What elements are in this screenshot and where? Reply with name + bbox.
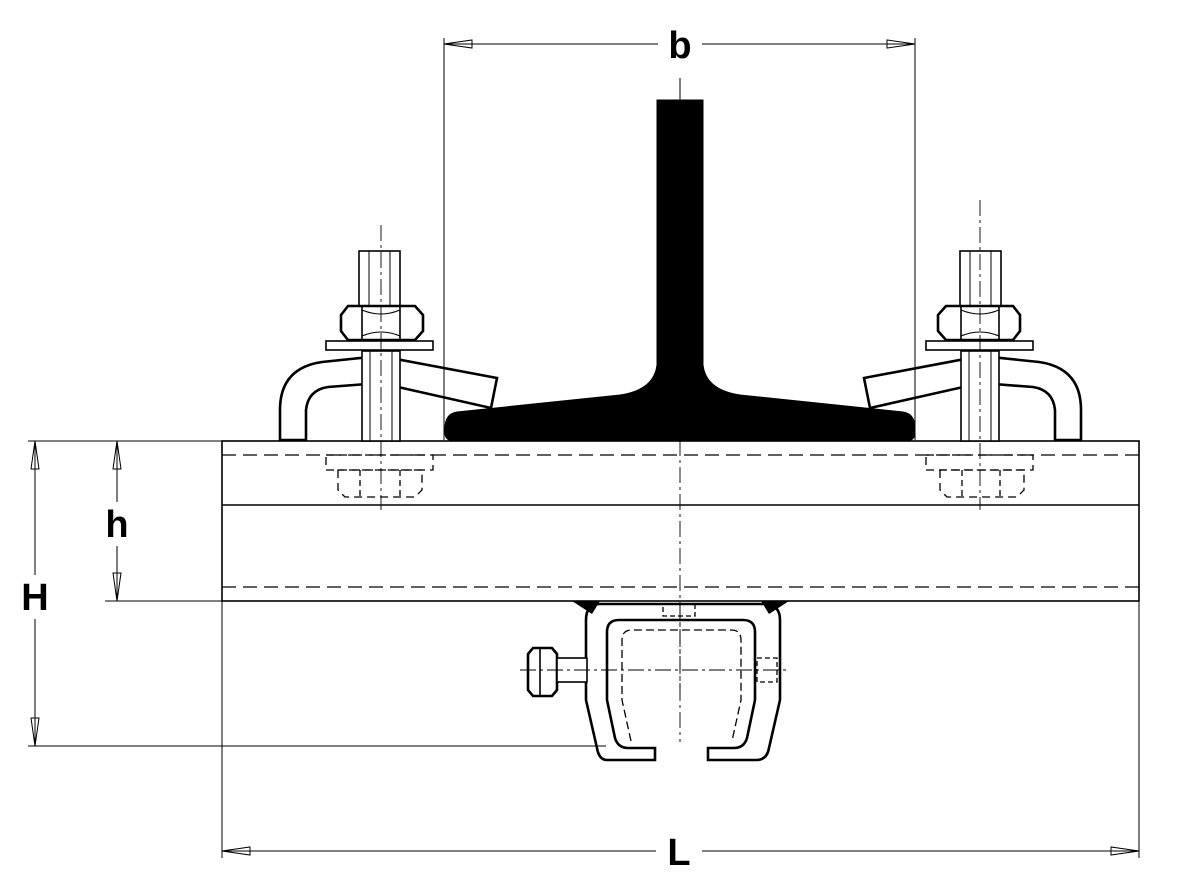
dimension-label-H: H — [21, 577, 48, 619]
right-clamp — [862, 200, 1083, 510]
rail — [444, 78, 916, 442]
dimension-label-h: h — [105, 504, 128, 546]
dimension-label-b: b — [668, 25, 691, 67]
extension-lines — [28, 38, 1140, 858]
c-channel-bracket — [520, 601, 790, 762]
left-clamp — [278, 225, 499, 510]
beam — [221, 440, 1140, 602]
dimension-label-L: L — [667, 832, 690, 874]
